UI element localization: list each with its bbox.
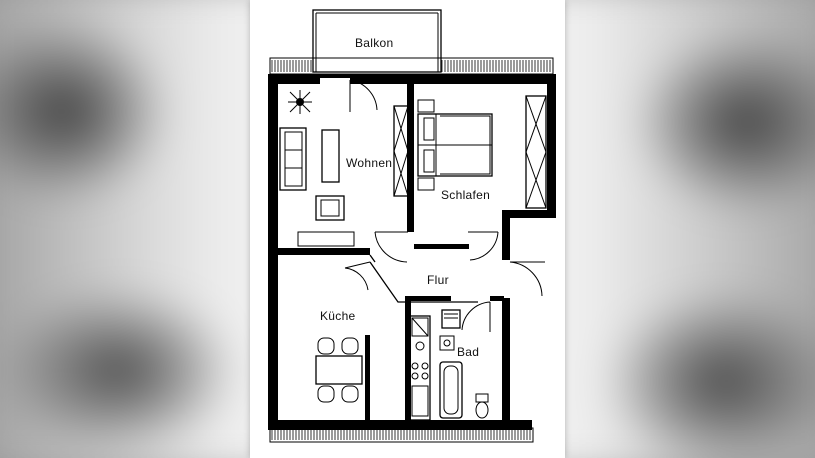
room-label-kueche: Küche	[320, 309, 356, 323]
chair-4	[341, 385, 359, 403]
wall-bottom	[268, 420, 532, 430]
armchair-seat	[320, 199, 340, 217]
door-wohnen-flur	[374, 231, 408, 263]
coffee-table	[321, 129, 340, 183]
stove-burner-2	[421, 362, 429, 370]
toilet-tank	[475, 393, 489, 403]
wall-wohnen-kueche	[278, 248, 370, 255]
kitchen-counter	[409, 315, 431, 421]
sofa-cushion-1	[284, 131, 303, 151]
plant-icon	[288, 90, 312, 114]
balcony-outline	[312, 9, 442, 73]
wall-left	[268, 74, 278, 430]
washbasin	[439, 335, 455, 351]
floor-plan-sheet: Balkon Wohnen Schlafen Flur Küche Bad	[250, 0, 565, 458]
wall-top-left	[268, 74, 320, 84]
room-label-flur: Flur	[427, 273, 449, 287]
bottom-facade-strip	[269, 427, 534, 443]
bad-furniture	[439, 309, 489, 419]
wall-kueche-inner	[365, 335, 370, 420]
toilet-bowl	[475, 401, 489, 419]
chair-1	[317, 337, 335, 355]
sofa-cushion-2	[284, 149, 303, 169]
fridge	[411, 317, 429, 337]
sofa	[279, 127, 307, 191]
wall-right-lower	[502, 298, 510, 428]
wall-right-notch	[502, 210, 510, 260]
flur-lower-outline	[369, 261, 478, 303]
wall-bad-top	[411, 296, 451, 301]
doors	[344, 79, 545, 332]
wall-kueche-bad	[405, 296, 411, 420]
interior-walls	[278, 84, 504, 420]
flur-corner	[369, 254, 376, 263]
schlafen-furniture	[417, 95, 547, 209]
wall-right-step	[502, 210, 556, 218]
wall-wohnen-schlafen	[407, 84, 414, 232]
pillow-2	[423, 149, 435, 173]
stove-burner-3	[411, 372, 419, 380]
room-label-wohnen: Wohnen	[346, 156, 392, 170]
bottom-strip-outline	[269, 427, 534, 443]
door-balcony	[349, 79, 378, 112]
door-schlafen-flur	[468, 231, 499, 261]
stove-burner-1	[411, 362, 419, 370]
door-kueche	[344, 261, 371, 291]
dining-table	[315, 355, 363, 385]
door-bad	[461, 301, 491, 332]
wall-bad-top-right	[490, 296, 504, 301]
bathtub-inner	[443, 365, 459, 415]
room-label-bad: Bad	[457, 345, 479, 359]
sideboard	[297, 231, 355, 247]
door-entrance	[509, 261, 545, 297]
chair-2	[341, 337, 359, 355]
room-label-balkon: Balkon	[355, 36, 394, 50]
floor-plan-drawing: Balkon Wohnen Schlafen Flur Küche Bad	[268, 9, 556, 443]
top-hatch	[271, 60, 551, 72]
bottom-hatch	[271, 430, 531, 440]
wall-right-upper	[547, 74, 556, 214]
nightstand-2	[417, 177, 435, 191]
sofa-cushion-3	[284, 167, 303, 187]
kueche-furniture	[315, 315, 431, 421]
cabinet-kitchen	[411, 385, 429, 417]
sink	[415, 341, 425, 351]
nightstand-1	[417, 99, 435, 113]
stove-burner-4	[421, 372, 429, 380]
wall-schlafen-bottom-left	[414, 244, 469, 249]
outer-walls	[268, 74, 556, 430]
wall-top-mid	[350, 74, 540, 84]
armchair	[315, 195, 345, 221]
wohnen-furniture	[279, 90, 409, 247]
balcony	[312, 9, 442, 73]
wardrobe-schlafen	[525, 95, 547, 209]
washing-machine	[441, 309, 461, 329]
bathtub	[439, 361, 463, 419]
wall-top-window-1	[320, 74, 350, 78]
pillow-1	[423, 117, 435, 141]
chair-3	[317, 385, 335, 403]
cabinet-wohnen	[393, 105, 409, 197]
room-label-schlafen: Schlafen	[441, 188, 490, 202]
